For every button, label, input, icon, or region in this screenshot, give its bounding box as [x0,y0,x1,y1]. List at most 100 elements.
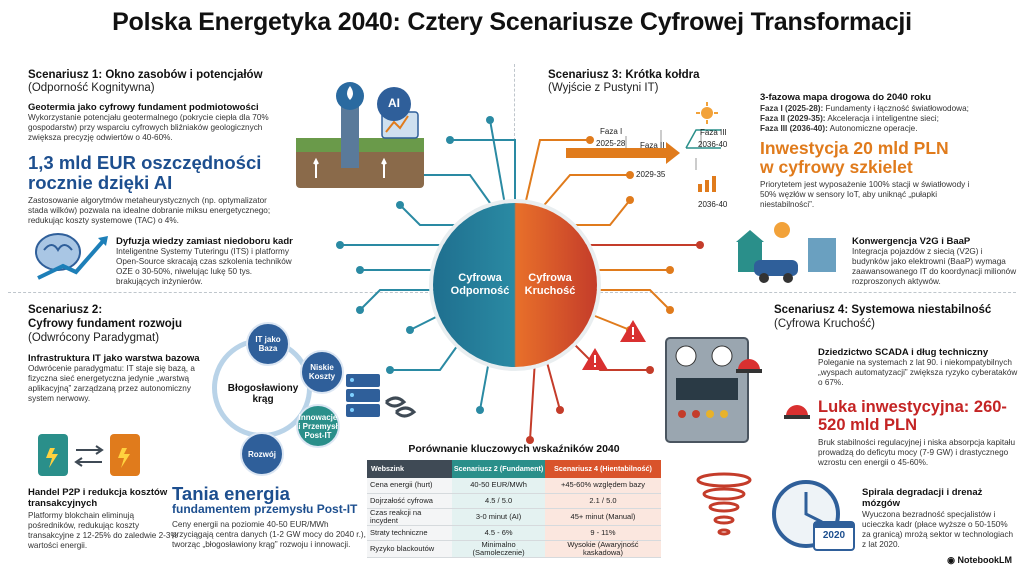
table-row: Cena energii (hurt) 40-50 EUR/MWh +45-60… [367,478,661,494]
center-label-fragility: Cyfrowa Kruchość [524,272,576,297]
q2-heading: Scenariusz 2: [28,304,103,316]
table-cell: 9 - 11% [544,525,661,541]
q1-block2-text: Zastosowanie algorytmów metaheurystyczny… [28,196,271,225]
q3-block1-text: Priorytetem jest wyposażenie 100% stacji… [760,180,970,209]
q1-heading: Scenariusz 1: Okno zasobów i potencjałów [28,69,263,81]
cycle-node-growth: Rozwój [240,432,284,476]
cycle-node-it-base: IT jako Baza [246,322,290,366]
q3-roadmap-heading: 3-fazowa mapa drogowa do 2040 roku [760,92,932,103]
ai-icon-label: AI [388,96,400,110]
page-title: Polska Energetyka 2040: Cztery Scenarius… [112,8,912,36]
timeline-phase-1-name: Faza I [600,127,623,136]
calendar-year: 2020 [822,530,846,541]
timeline-phase-3-years: 2036-40 [698,140,728,149]
table-header-row: Webszink Scenariusz 2 (Fundament) Scenar… [367,460,661,478]
q2-block1-text: Odwrócenie paradygmatu: IT staje się baz… [28,364,195,403]
q4-big-gap: Luka inwestycyjna: 260-520 mld PLN [818,398,1007,434]
q1-block3-heading: Dyfuzja wiedzy zamiast niedoboru kadr [116,236,293,247]
timeline-phase-3-name: Faza III [700,128,727,137]
p2p-tags-icon [38,434,140,476]
table-cell: Cena energii (hurt) [367,478,453,494]
table-cell: 2.1 / 5.0 [544,493,661,509]
q4-block3-text: Wyuczona bezradność specjalistów i uciec… [862,510,1014,549]
v2g-illustration [736,222,836,283]
q3-subheading: (Wyjście z Pustyni IT) [548,82,659,94]
q3-big-investment: Inwestycja 20 mld PLN w cyfrowy szkielet [760,138,949,177]
table-cell: Ryzyko blackoutów [367,540,453,558]
q2-big-sublabel: fundamentem przemysłu Post-IT [172,502,358,516]
q1-big-number: 1,3 mld EUR oszczędności rocznie dzięki … [28,152,262,193]
q3-phase-1-label: Faza I (2025-28): [760,104,824,113]
q1-block1-heading: Geotermia jako cyfrowy fundament podmiot… [28,102,259,113]
q1-block3-text: Inteligentne Systemy Tuteringu (ITS) i p… [116,247,292,286]
tornado-icon [696,472,752,536]
q4-subheading: (Cyfrowa Kruchość) [774,318,875,330]
q3-block2-text: Integracja pojazdów z siecią (V2G) i bud… [852,247,1017,286]
table-cell: 40-50 EUR/MWh [452,478,545,494]
q2-heading-2: Cyfrowy fundament rozwoju [28,318,182,330]
q2-block2-text: Platformy blokchain eliminują pośrednikó… [28,511,178,550]
q3-phase-1: Faza I (2025-28): Fundamenty i łączność … [760,104,1020,114]
table-cell: Czas reakcji na incydent [367,508,453,526]
table-cell: Dojrzałość cyfrowa [367,493,453,509]
brain-growth-icon [35,233,108,280]
timeline-phase-2-years: 2029-35 [636,170,666,179]
comparison-table-title: Porównanie kluczowych wskaźników 2040 [408,443,620,455]
table-cell: 4.5 / 5.0 [452,493,545,509]
q4-block1-heading: Dziedzictwo SCADA i dług techniczny [818,347,989,358]
ai-head-icon [377,87,411,121]
alarm-light-icon [736,359,762,373]
q3-phase-1-text: Fundamenty i łączność światłowodowa; [825,104,969,113]
q4-heading: Scenariusz 4: Systemowa niestabilność [774,304,992,316]
cycle-node-low-cost: Niskie Koszty [300,350,344,394]
sun-icon [696,102,718,124]
q4-block1-text: Poleganie na systemach z lat 90. i nieko… [818,358,1018,387]
q3-block2-heading: Konwergencja V2G i BaaP [852,236,971,247]
timeline-phase-1-years: 2025-28 [596,139,626,148]
logo-text: NotebookLM [957,555,1013,565]
comparison-table: Webszink Scenariusz 2 (Fundament) Scenar… [367,460,661,558]
table-header-cell: Webszink [367,460,453,478]
q2-block2-heading: Handel P2P i redukcja kosztów transakcyj… [28,487,168,509]
roadmap-timeline [566,129,721,170]
center-label-resilience: Cyfrowa Odporność [450,272,510,297]
server-chain-illustration [346,374,417,418]
table-header-cell: Scenariusz 2 (Fundament) [452,460,545,478]
q4-block3-heading: Spirala degradacji i drenaż mózgów [862,487,983,509]
warning-icon [620,320,646,342]
table-cell: Straty techniczne [367,525,453,541]
table-cell: +45-60% względem bazy [544,478,661,494]
table-cell: 45+ minut (Manual) [544,508,661,526]
geothermal-illustration [296,82,424,188]
timeline-phase-4-years: 2036-40 [698,200,728,209]
q2-block3-text: Ceny energii na poziomie 40-50 EUR/MWh p… [172,520,366,549]
table-row: Straty techniczne 4.5 - 6% 9 - 11% [367,525,661,541]
center-circle [433,203,597,367]
table-row: Dojrzałość cyfrowa 4.5 / 5.0 2.1 / 5.0 [367,493,661,509]
q3-phase-3-label: Faza III (2036-40): [760,124,828,133]
q2-block1-heading: Infrastruktura IT jako warstwa bazowa [28,353,200,364]
calendar-icon [813,521,855,551]
timeline-phase-2-name: Faza II [640,141,665,150]
q3-phase-2-label: Faza II (2029-35): [760,114,826,123]
q2-big-label: Tania energia [172,483,290,504]
table-row: Ryzyko blackoutów Minimalno (Samoleczeni… [367,540,661,558]
table-cell: Minimalno (Samoleczenie) [452,540,545,558]
chart-growth-icon [698,176,716,192]
q4-block2-text: Bruk stabilności regulacyjnej i niska ab… [818,438,1016,467]
divider-top [514,64,515,200]
table-cell: Wysokie (Awaryjność kaskadowa) [544,540,661,558]
q2-subheading: (Odwrócony Paradygmat) [28,332,160,344]
notebooklm-logo: ◉ NotebookLM [943,553,1016,568]
q3-phase-2-text: Akceleracja i inteligentne sieci; [827,114,939,123]
logo-icon: ◉ [947,555,955,565]
table-cell: 4.5 - 6% [452,525,545,541]
q3-phase-3-text: Autonomiczne operacje. [829,124,918,133]
cycle-node-innovation: Innowacje i Przemysł Post-IT [296,404,340,448]
divider-right [600,292,1016,293]
divider-left [8,292,428,293]
table-header-cell: Scenariusz 4 (Hientabilność) [544,460,661,478]
cycle-center-label: Błogosławiony krąg [227,383,299,405]
alarm-light-icon-2 [784,405,810,419]
q3-phase-3: Faza III (2036-40): Autonomiczne operacj… [760,124,1020,134]
